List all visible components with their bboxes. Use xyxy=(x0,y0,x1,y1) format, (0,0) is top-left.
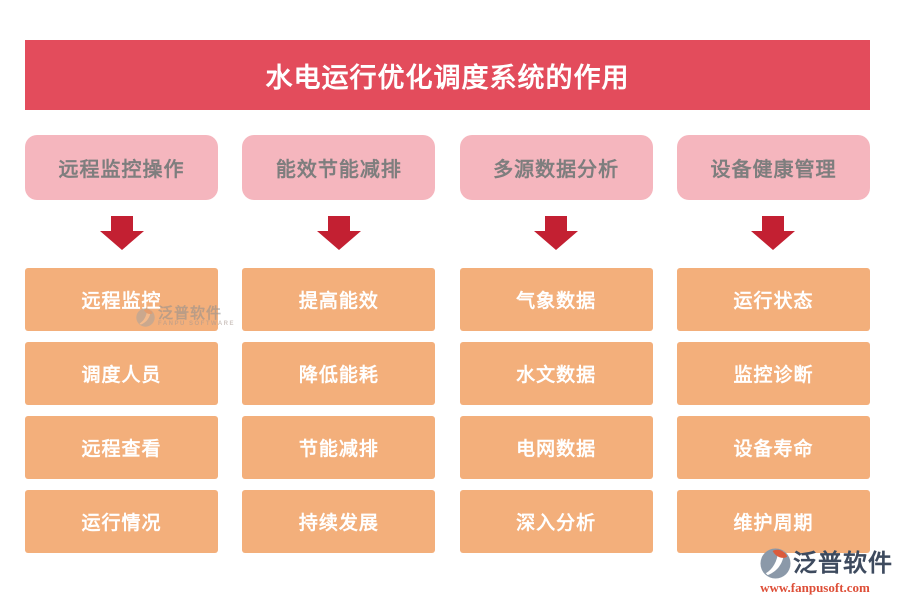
brand-url: www.fanpusoft.com xyxy=(760,580,870,595)
item-box: 深入分析 xyxy=(459,490,653,553)
item-label: 设备寿命 xyxy=(733,439,814,460)
item-box: 运行状态 xyxy=(676,268,870,331)
down-arrow-icon xyxy=(751,216,796,250)
column-remote-monitoring: 远程监控操作 远程监控 泛普软件 FANPU SOFTWARE 调度人员 远程查… xyxy=(25,135,233,553)
item-box: 运行情况 xyxy=(25,490,218,553)
column-device-health: 设备健康管理 运行状态 监控诊断 设备寿命 维护周期 xyxy=(676,135,870,553)
item-box: 水文数据 xyxy=(459,342,653,405)
category-box: 多源数据分析 xyxy=(459,135,653,200)
item-label: 调度人员 xyxy=(81,365,162,386)
brand-block: 泛普软件 www.fanpusoft.com xyxy=(737,548,893,596)
item-label: 降低能耗 xyxy=(298,365,379,386)
item-box: 持续发展 xyxy=(242,490,436,553)
item-box: 远程查看 xyxy=(25,416,218,479)
item-box: 调度人员 xyxy=(25,342,218,405)
fanpu-logo-icon xyxy=(760,548,791,579)
item-box: 节能减排 xyxy=(242,416,436,479)
category-label: 远程监控操作 xyxy=(58,159,185,181)
category-box: 设备健康管理 xyxy=(676,135,870,200)
item-box: 提高能效 xyxy=(242,268,436,331)
watermark-name: 泛普软件 xyxy=(157,305,222,322)
page-title: 水电运行优化调度系统的作用 xyxy=(265,62,630,93)
title-banner: 水电运行优化调度系统的作用 xyxy=(25,40,870,110)
item-label: 电网数据 xyxy=(516,439,597,460)
item-label: 节能减排 xyxy=(298,439,379,460)
category-label: 多源数据分析 xyxy=(493,159,620,181)
item-box: 电网数据 xyxy=(459,416,653,479)
item-box: 远程监控 泛普软件 FANPU SOFTWARE xyxy=(25,268,233,331)
item-label: 监控诊断 xyxy=(733,365,814,386)
down-arrow-icon xyxy=(99,216,144,250)
item-label: 持续发展 xyxy=(298,513,379,534)
item-label: 远程监控 xyxy=(81,291,162,312)
down-arrow-icon xyxy=(534,216,579,250)
item-box: 维护周期 xyxy=(676,490,870,553)
item-box: 降低能耗 xyxy=(242,342,436,405)
category-box: 远程监控操作 xyxy=(25,135,218,200)
brand-name: 泛普软件 xyxy=(793,550,893,577)
watermark-subtitle: FANPU SOFTWARE xyxy=(157,321,235,327)
category-label: 能效节能减排 xyxy=(275,159,402,181)
category-label: 设备健康管理 xyxy=(710,159,837,181)
item-label: 维护周期 xyxy=(733,513,814,534)
down-arrow-icon xyxy=(316,216,361,250)
item-label: 运行情况 xyxy=(81,513,162,534)
column-multi-source-data: 多源数据分析 气象数据 水文数据 电网数据 深入分析 xyxy=(459,135,653,553)
item-label: 远程查看 xyxy=(81,439,162,460)
item-label: 水文数据 xyxy=(516,365,597,386)
item-box: 监控诊断 xyxy=(676,342,870,405)
category-box: 能效节能减排 xyxy=(242,135,436,200)
item-label: 提高能效 xyxy=(298,291,379,312)
brand-row: 泛普软件 xyxy=(737,548,893,579)
item-label: 气象数据 xyxy=(516,291,597,312)
item-label: 运行状态 xyxy=(733,291,814,312)
item-box: 气象数据 xyxy=(459,268,653,331)
column-energy-saving: 能效节能减排 提高能效 降低能耗 节能减排 持续发展 xyxy=(242,135,436,553)
item-box: 设备寿命 xyxy=(676,416,870,479)
item-label: 深入分析 xyxy=(516,513,597,534)
columns-container: 远程监控操作 远程监控 泛普软件 FANPU SOFTWARE 调度人员 远程查… xyxy=(25,135,870,553)
